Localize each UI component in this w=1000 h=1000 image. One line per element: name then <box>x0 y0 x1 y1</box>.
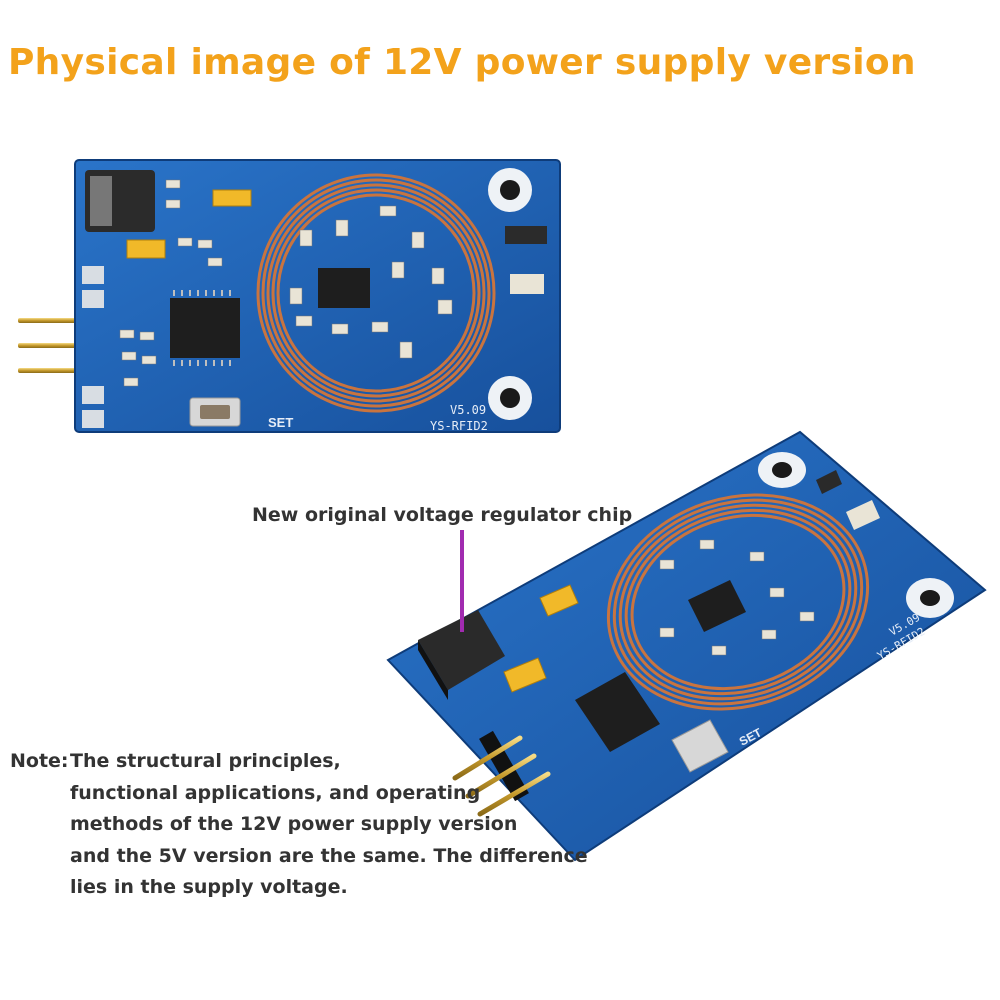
rfid-board-top: SET V5.09 YS-RFID2 <box>18 159 561 433</box>
page-title: Physical image of 12V power supply versi… <box>8 42 916 83</box>
ic-chip-top <box>170 290 240 366</box>
board-version-top: V5.09 <box>450 403 486 417</box>
set-button-top: SET <box>189 397 293 430</box>
callout-label: New original voltage regulator chip <box>252 504 633 526</box>
mounting-hole-bottom <box>758 452 954 618</box>
note-line: methods of the 12V power supply version <box>70 813 518 835</box>
ic-chip-bottom <box>575 672 660 752</box>
rfid-board-bottom: SET V5.09 YS-RFID2 <box>386 430 987 862</box>
note-line: functional applications, and operating <box>70 781 481 804</box>
note-block: Note: The structural principles, functio… <box>10 746 588 904</box>
note-body: The structural principles, functional ap… <box>70 746 588 904</box>
board-model-top: YS-RFID2 <box>430 419 488 433</box>
antenna-coil-bottom <box>606 493 870 711</box>
antenna-coil-top <box>256 173 496 413</box>
set-label-top: SET <box>268 415 293 430</box>
note-line: lies in the supply voltage. <box>70 876 348 898</box>
voltage-regulator-chip-top <box>85 170 155 232</box>
note-line: and the 5V version are the same. The dif… <box>70 844 588 867</box>
mounting-hole-top <box>488 168 532 420</box>
pin-header-bottom <box>452 730 551 817</box>
voltage-regulator-chip-bottom <box>418 610 505 700</box>
note-prefix: Note: <box>10 750 69 772</box>
note-line: The structural principles, <box>70 750 341 772</box>
